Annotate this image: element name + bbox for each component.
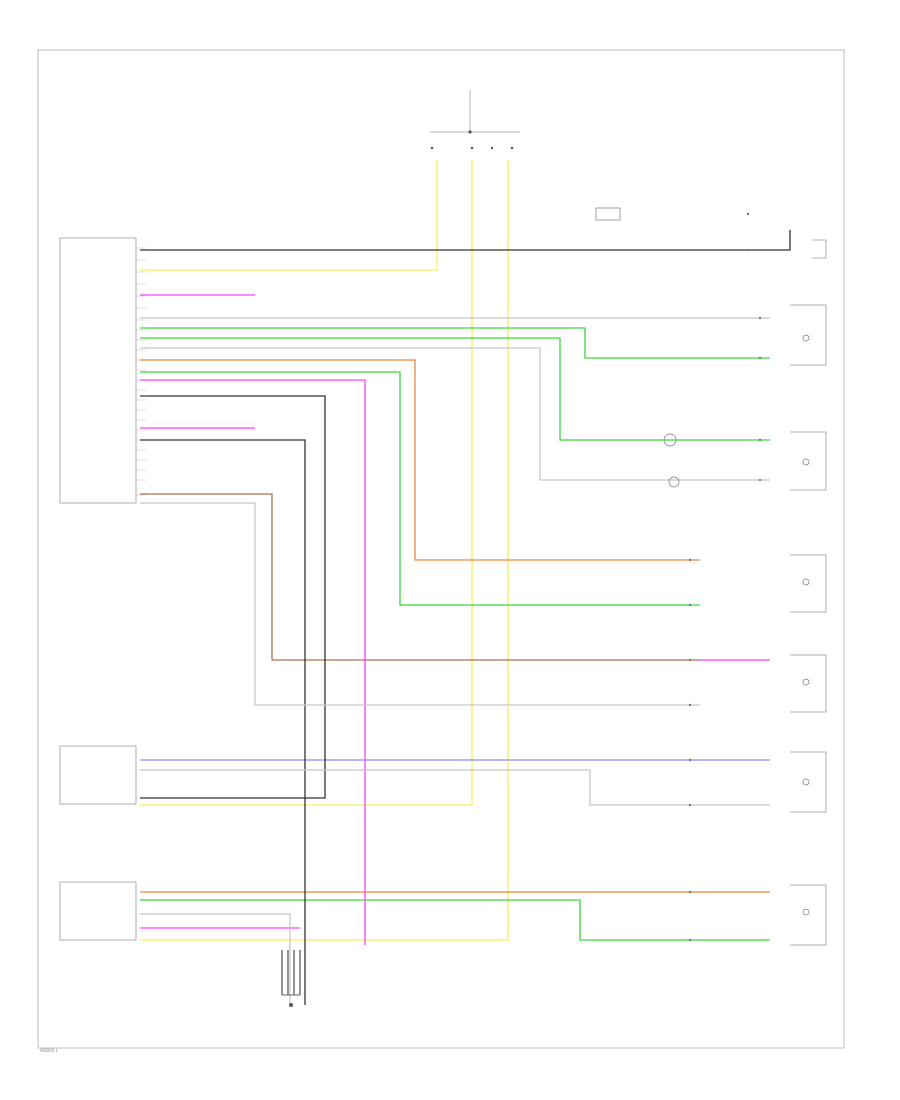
- driver-side-impact-module: [790, 884, 827, 946]
- wire-yellow-3: [140, 160, 509, 941]
- wire-brown-1: [140, 493, 700, 661]
- connector-dots: [688, 212, 762, 942]
- ground-bundle: [281, 950, 301, 1007]
- wire-green-3: [140, 371, 700, 606]
- driver-seat-belt-pretensioner: [790, 654, 827, 713]
- sensing-diagnostic-module: [59, 237, 137, 504]
- wire-green-4: [140, 899, 770, 941]
- wire-yellow-1: [140, 160, 438, 271]
- wire-black-1: [140, 230, 791, 251]
- wire-green-1: [140, 327, 770, 359]
- top-fuse-block: [430, 90, 520, 150]
- wire-gray-3: [140, 769, 770, 806]
- wire-green-2: [140, 337, 770, 441]
- seat-belt-switch: [812, 239, 827, 259]
- wire-gray-5: [140, 913, 291, 1005]
- footer-code: W0800-L: [40, 1048, 59, 1053]
- black-wires: [140, 230, 791, 1005]
- driver-airbag-module: [59, 881, 137, 941]
- diagram-frame: [37, 49, 845, 1049]
- passenger-seat-belt-pretensioner: [790, 554, 827, 613]
- seat-position-sensor: [790, 304, 827, 366]
- green-wires: [140, 327, 770, 941]
- magenta-wires: [140, 294, 770, 945]
- wire-yellow-2: [140, 160, 473, 806]
- wire-black-2: [140, 395, 326, 799]
- switch-glyphs: [595, 207, 810, 916]
- wire-orange-1: [140, 359, 700, 561]
- wire-magenta-2: [140, 379, 366, 945]
- yellow-wires: [140, 160, 509, 941]
- wire-gray-4: [140, 347, 770, 481]
- orange-wires: [140, 359, 770, 893]
- occupant-sensor-module: [790, 431, 827, 491]
- wire-gray-2: [140, 502, 700, 706]
- passenger-side-impact-module: [790, 751, 827, 813]
- right-components: [790, 239, 827, 946]
- wire-black-3: [140, 439, 306, 1005]
- passenger-airbag-module: [59, 745, 137, 805]
